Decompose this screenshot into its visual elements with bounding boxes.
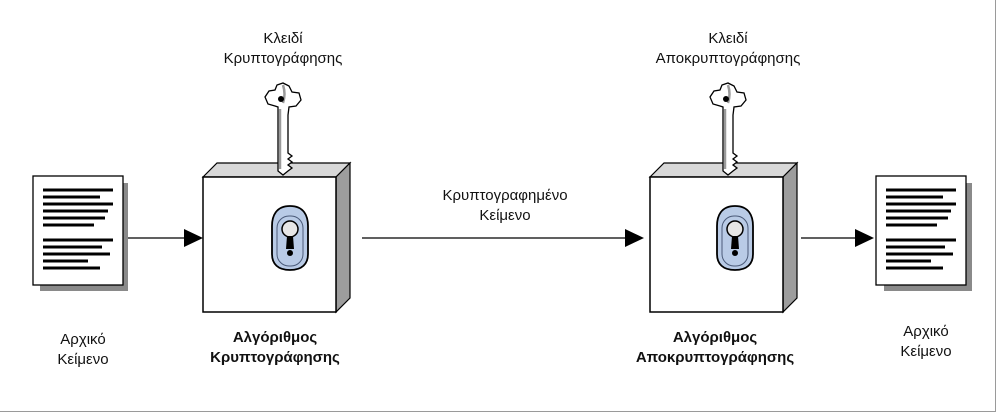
document-icon-input	[32, 175, 128, 291]
arrow-plaintext-to-encryption	[128, 229, 203, 247]
keyhole-icon	[716, 205, 754, 271]
arrow-ciphertext	[362, 229, 644, 247]
arrow-decryption-to-plaintext	[801, 229, 874, 247]
key-icon-encryption	[263, 81, 303, 177]
keyhole-icon	[271, 205, 309, 271]
key-icon-decryption	[708, 81, 748, 177]
document-icon-output	[875, 175, 972, 291]
lock-box-icon-decryption	[648, 161, 799, 314]
lock-box-icon-encryption	[201, 161, 352, 314]
